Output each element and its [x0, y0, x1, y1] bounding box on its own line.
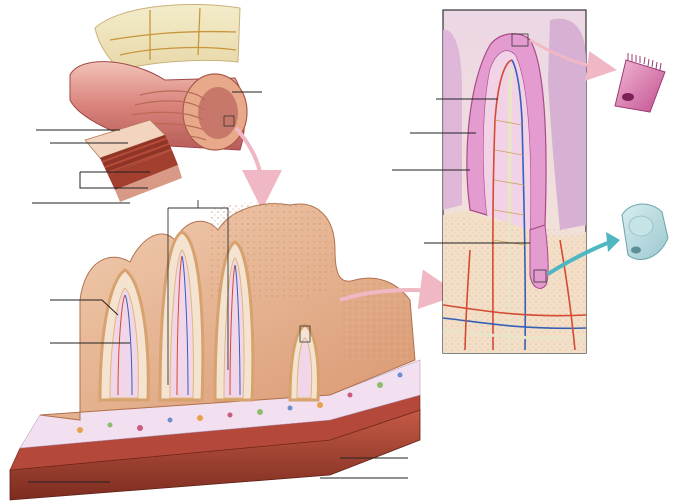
neighbor-villus-left [443, 30, 462, 210]
mesentery [95, 4, 240, 70]
mucus-vesicles [629, 216, 653, 236]
goblet-cell [622, 204, 668, 259]
villus-detail-panel [443, 10, 586, 353]
lumen-inner [198, 87, 238, 139]
intestinal-crypt [530, 225, 548, 288]
plicae-cross-section [10, 200, 420, 500]
absorptive-cell [615, 53, 665, 112]
zoom-arrow-4-head [606, 232, 620, 252]
